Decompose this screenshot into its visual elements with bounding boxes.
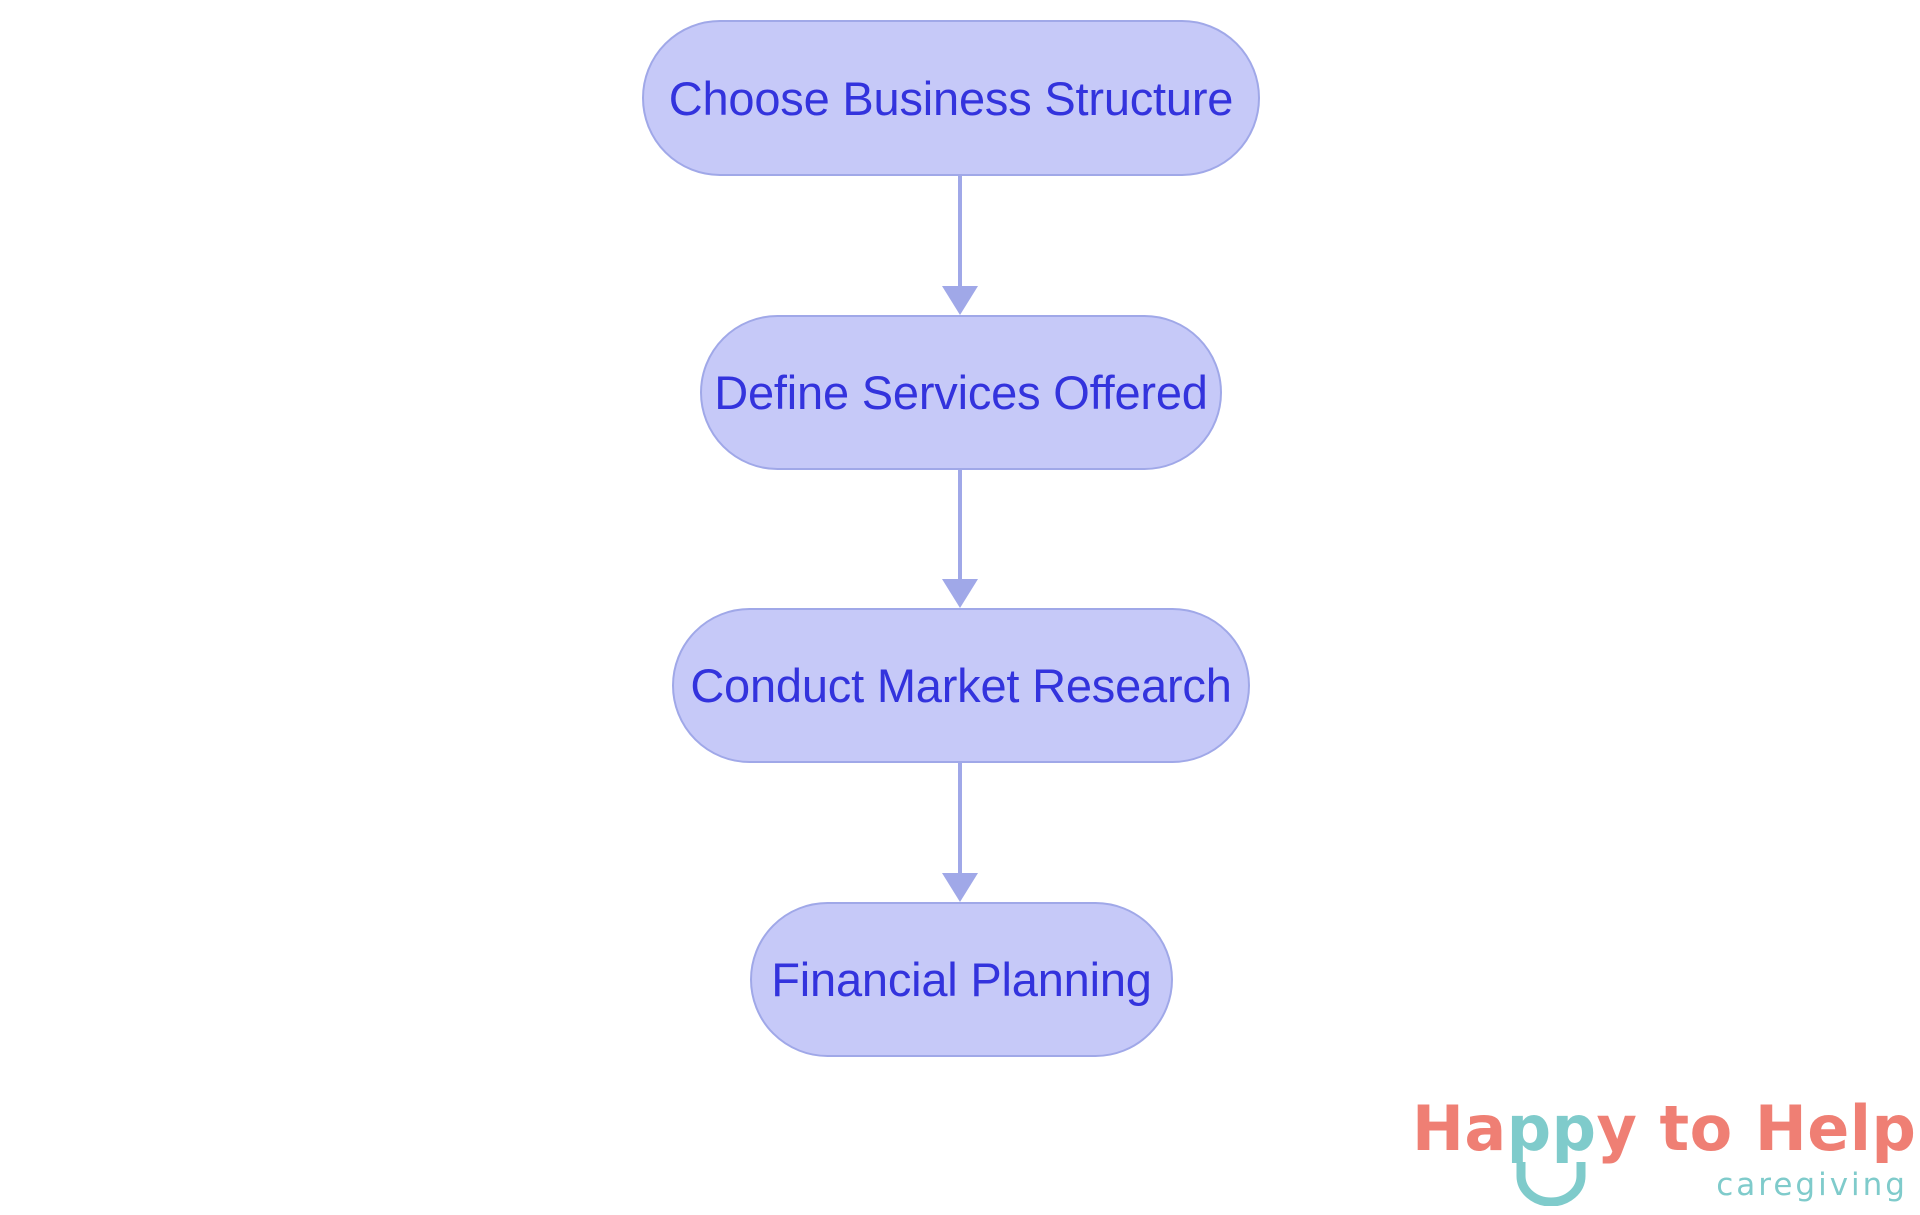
- flow-node-choose-business-structure[interactable]: Choose Business Structure: [642, 20, 1260, 176]
- flow-node-label: Financial Planning: [771, 953, 1152, 1006]
- flow-node-label: Define Services Offered: [714, 366, 1208, 419]
- logo-text-part-3: y to Help: [1596, 1092, 1917, 1165]
- logo-text-part-1: Ha: [1412, 1092, 1507, 1165]
- edge-n1-n2: [942, 176, 978, 315]
- flow-node-define-services-offered[interactable]: Define Services Offered: [700, 315, 1222, 470]
- edge-n2-n3: [942, 470, 978, 608]
- logo-wordmark: Happy to Help: [1412, 1098, 1916, 1160]
- flow-node-label: Conduct Market Research: [690, 659, 1232, 712]
- edge-n3-n4: [942, 763, 978, 902]
- flow-node-label: Choose Business Structure: [668, 71, 1234, 125]
- flow-node-financial-planning[interactable]: Financial Planning: [750, 902, 1173, 1057]
- smile-icon: [1516, 1162, 1586, 1206]
- brand-logo: Happy to Help caregiving: [1412, 1098, 1916, 1210]
- logo-text-part-2: pp: [1506, 1092, 1597, 1165]
- flow-node-conduct-market-research[interactable]: Conduct Market Research: [672, 608, 1250, 763]
- logo-tagline: caregiving: [1716, 1167, 1908, 1203]
